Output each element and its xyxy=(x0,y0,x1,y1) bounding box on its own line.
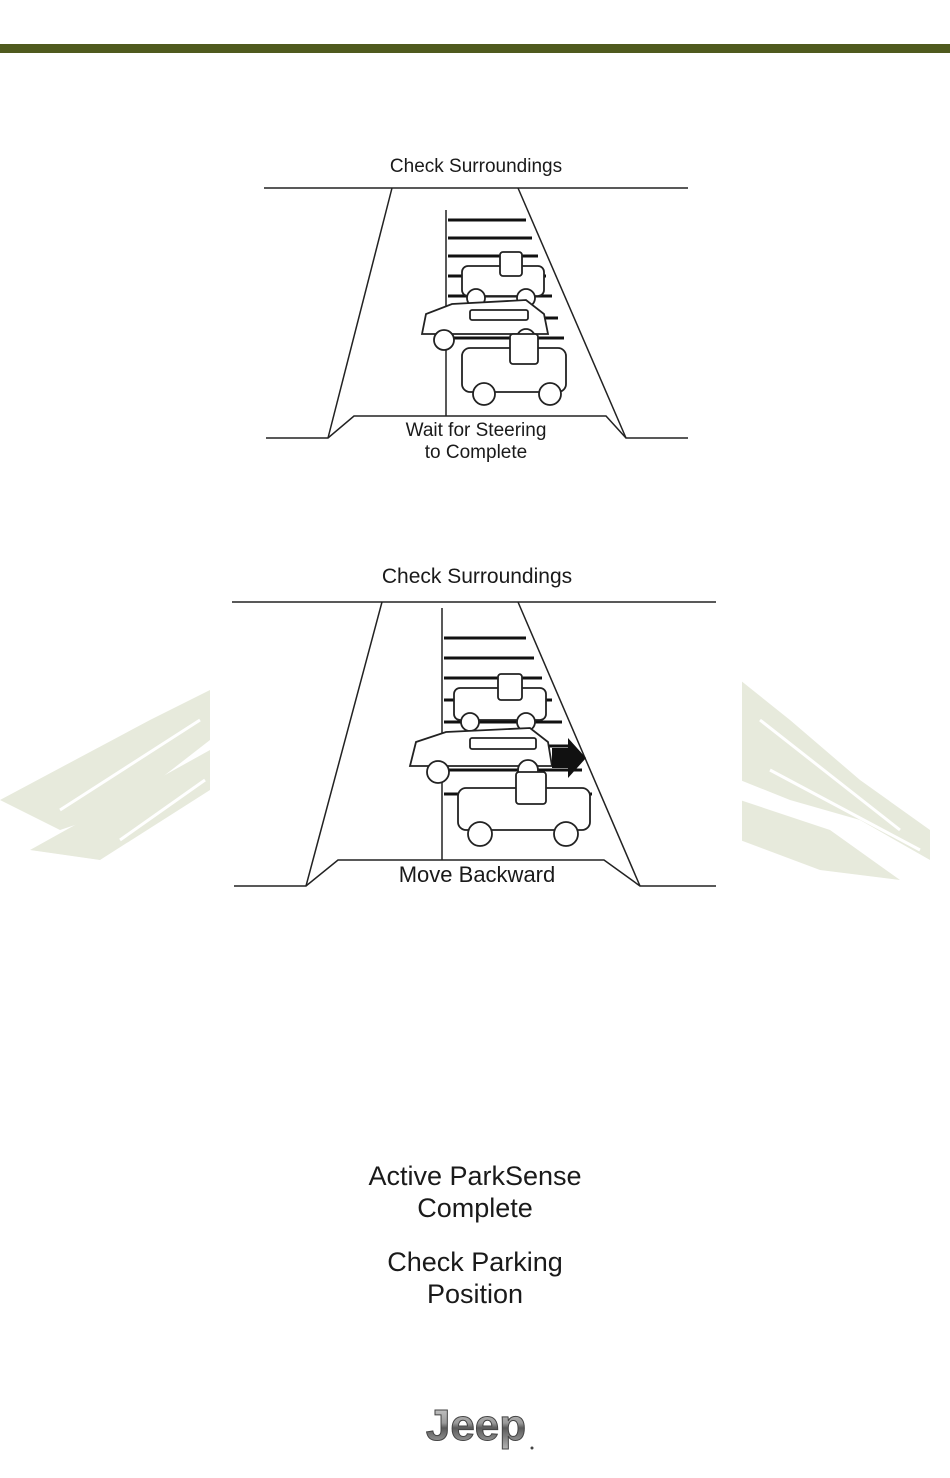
figure2-bottom-label: Move Backward xyxy=(212,864,742,886)
parking-diagram-2 xyxy=(212,560,742,906)
figure-wait-for-steering: Check Surroundings Wait for Steering to … xyxy=(256,148,696,470)
figure-move-backward: Check Surroundings Move Backward xyxy=(212,560,742,906)
message-check-parking-position: Check Parking Position xyxy=(0,1246,950,1310)
top-accent-bar xyxy=(0,40,950,49)
figure1-top-label: Check Surroundings xyxy=(256,156,696,178)
message-parksense-complete: Active ParkSense Complete xyxy=(0,1160,950,1224)
figure1-bottom-label: Wait for Steering to Complete xyxy=(256,420,696,464)
svg-text:Jeep: Jeep xyxy=(426,1401,526,1450)
backward-arrow-icon xyxy=(552,738,586,778)
jeep-logo: Jeep xyxy=(414,1398,538,1456)
figure2-top-label: Check Surroundings xyxy=(212,566,742,588)
